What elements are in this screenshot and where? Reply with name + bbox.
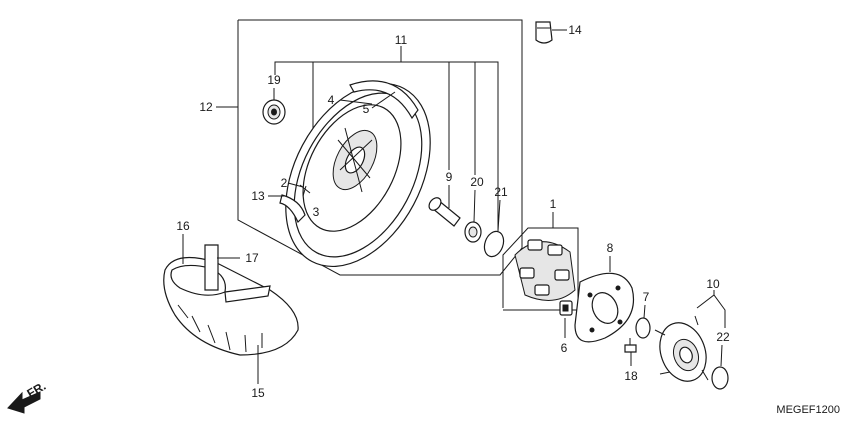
leader-4 — [339, 99, 373, 105]
washer-7 — [635, 317, 651, 339]
bolt-18 — [624, 338, 637, 353]
bearing-19 — [262, 99, 286, 125]
leader-21 — [497, 199, 501, 232]
callout-22: 22 — [716, 330, 730, 344]
tire-15 — [163, 244, 299, 356]
collar-9 — [428, 197, 461, 227]
hub-flange-10 — [654, 315, 709, 382]
callout-14: 14 — [568, 23, 582, 37]
leader-5 — [371, 91, 396, 109]
callout-20: 20 — [470, 175, 484, 189]
callout-4: 4 — [328, 93, 335, 107]
o-ring-22 — [711, 366, 729, 390]
rear-wheel — [285, 80, 431, 268]
callout-13: 13 — [251, 189, 265, 203]
callout-9: 9 — [446, 170, 453, 184]
leader-20 — [473, 189, 476, 223]
callout-5: 5 — [363, 102, 370, 116]
callout-17: 17 — [245, 251, 259, 265]
callout-6: 6 — [561, 341, 568, 355]
diagram-code: MEGEF1200 — [776, 404, 840, 416]
callout-19: 19 — [267, 73, 281, 87]
bracket-10 — [696, 294, 726, 328]
callout-3: 3 — [313, 205, 320, 219]
callout-2: 2 — [281, 176, 288, 190]
callout-21: 21 — [494, 185, 508, 199]
bearing-20 — [464, 221, 482, 243]
o-ring-21 — [483, 230, 505, 258]
callout-8: 8 — [607, 241, 614, 255]
callout-16: 16 — [176, 219, 190, 233]
callout-11: 11 — [395, 33, 408, 47]
assembly-outline-12 — [237, 19, 523, 276]
callout-12: 12 — [199, 100, 213, 114]
callout-18: 18 — [624, 369, 638, 383]
damper-rubbers-1 — [514, 239, 576, 301]
leader-2 — [287, 182, 304, 188]
callout-10: 10 — [706, 277, 720, 291]
callout-7: 7 — [643, 290, 650, 304]
bracket-11 — [274, 61, 499, 230]
callout-1: 1 — [550, 197, 557, 211]
collar-6 — [559, 300, 573, 316]
callout-15: 15 — [251, 386, 265, 400]
leader-22 — [720, 344, 723, 367]
cap-14 — [535, 21, 553, 44]
sprocket-8 — [574, 272, 635, 343]
front-direction-arrow-icon — [7, 391, 41, 414]
valve-parts — [279, 184, 311, 224]
leader-7 — [643, 304, 646, 319]
